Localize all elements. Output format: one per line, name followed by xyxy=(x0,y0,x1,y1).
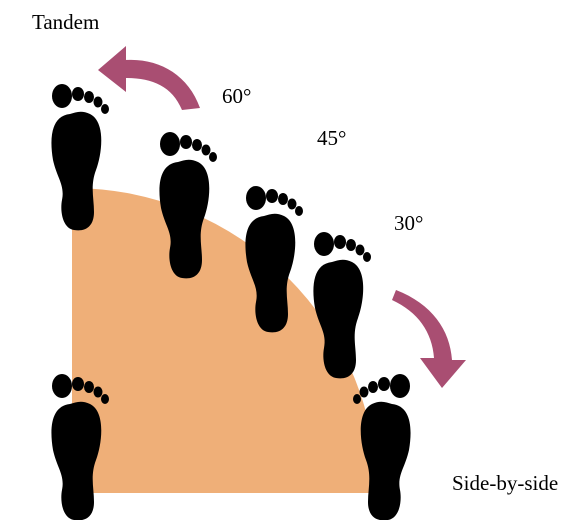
side-by-side-label: Side-by-side xyxy=(452,471,558,495)
angle-45-label: 45° xyxy=(317,126,346,150)
curved-arrow-icon xyxy=(392,290,466,388)
angle-30-label: 30° xyxy=(394,211,423,235)
tandem-label: Tandem xyxy=(32,10,99,34)
curved-arrow-icon xyxy=(98,46,200,110)
angle-60-label: 60° xyxy=(222,84,251,108)
